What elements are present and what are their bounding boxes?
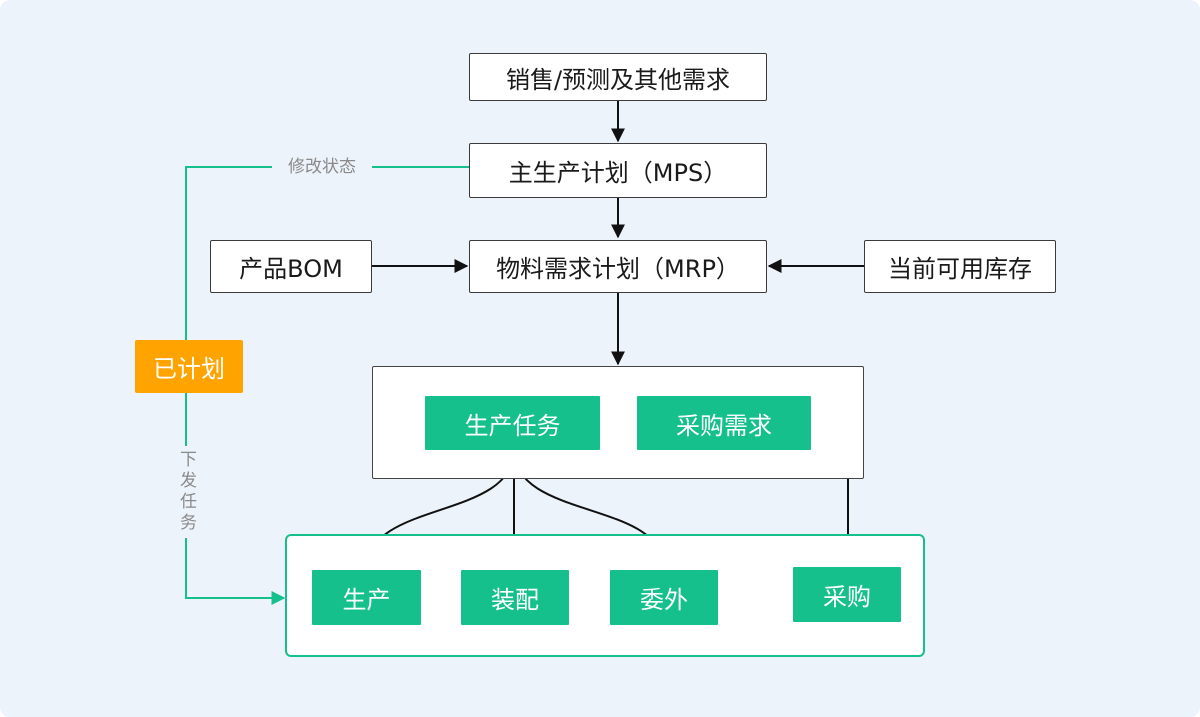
product-bom-box: 产品BOM [210, 240, 372, 293]
production-task-box: 生产任务 [425, 396, 600, 450]
mrp-box: 物料需求计划（MRP） [469, 240, 767, 293]
available-stock-box: 当前可用库存 [864, 240, 1056, 293]
feedback-line-top [185, 166, 470, 340]
issue-task-label: 下发任务 [173, 446, 199, 538]
modify-status-label: 修改状态 [272, 155, 372, 179]
produce-box: 生产 [312, 570, 421, 625]
assemble-box: 装配 [461, 570, 569, 625]
purchase-box: 采购 [793, 567, 901, 622]
purchase-requirement-box: 采购需求 [637, 396, 811, 450]
planned-status-badge: 已计划 [135, 340, 243, 393]
sales-forecast-box: 销售/预测及其他需求 [469, 53, 767, 101]
feedback-line-bottom [185, 393, 286, 605]
outsource-box: 委外 [610, 570, 718, 625]
mps-box: 主生产计划（MPS） [469, 143, 767, 198]
